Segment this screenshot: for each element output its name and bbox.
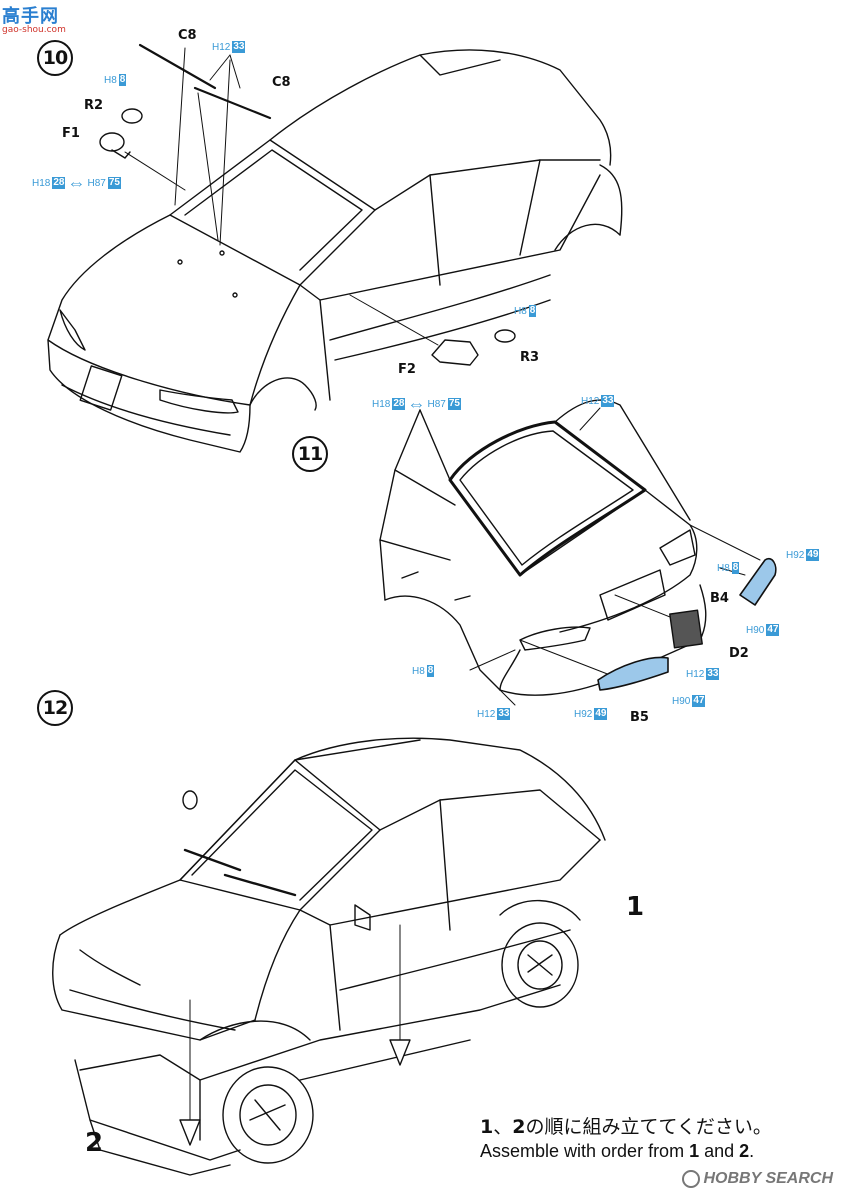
assembly-order-2: 2 (85, 1128, 104, 1158)
watermark-brand: 高手网 (2, 6, 59, 27)
leader-lines-step10 (124, 47, 439, 346)
paint-code: H87 (427, 398, 446, 410)
instruction-end: . (749, 1141, 755, 1161)
part-label-c8-wiper-front: C8 (178, 28, 197, 43)
paint-number: 28 (392, 398, 406, 410)
instruction-and: and (699, 1141, 740, 1161)
paint-callout-h8-8-r2: H8 8 (104, 74, 127, 86)
part-label-b4: B4 (710, 591, 729, 606)
step-number-12: 12 (37, 690, 73, 726)
instruction-text: の順に組み立ててください。 (525, 1116, 772, 1138)
part-label-d2: D2 (729, 646, 749, 661)
instruction-num-1: 1 (480, 1116, 494, 1138)
paint-callout-h92-49-b5: H92 49 (574, 708, 608, 720)
instruction-num-1: 1 (689, 1141, 700, 1161)
paint-number: 49 (806, 549, 820, 561)
site-watermark: 高手网 gao-shou.com (2, 2, 66, 35)
paint-callout-mix-f1: H18 28 ⇔ H87 75 (32, 173, 121, 193)
paint-number: 47 (766, 624, 780, 636)
paint-code: H8 (514, 305, 527, 317)
paint-code: H8 (717, 562, 730, 574)
paint-code: H18 (372, 398, 391, 410)
paint-callout-h12-33-wiper: H12 33 (212, 41, 246, 53)
paint-code: H12 (686, 668, 705, 680)
paint-callout-h12-33-d2: H12 33 (686, 668, 720, 680)
hobby-search-watermark: HOBBY SEARCH (681, 1170, 834, 1188)
instruction-japanese: 1、2の順に組み立ててください。 (480, 1112, 772, 1139)
paint-callout-h8-8-rear-right: H8 8 (717, 562, 740, 574)
instruction-text: Assemble with order from (480, 1141, 690, 1161)
paint-number: 33 (706, 668, 720, 680)
paint-code: H90 (672, 695, 691, 707)
paint-callout-mix-f2: H18 28 ⇔ H87 75 (372, 394, 461, 414)
paint-callout-h12-33-bumper: H12 33 (477, 708, 511, 720)
part-label-f1: F1 (62, 126, 80, 141)
mix-arrow-icon: ⇔ (67, 173, 86, 193)
wiper-parts-step10 (138, 43, 272, 120)
paint-code: H12 (212, 41, 231, 53)
part-label-r2: R2 (84, 98, 104, 113)
paint-number: 8 (528, 305, 537, 317)
car-step10-body (47, 49, 623, 453)
paint-code: H12 (581, 395, 600, 407)
paint-code: H92 (786, 549, 805, 561)
paint-number: 8 (426, 665, 435, 677)
assembly-order-1: 1 (626, 892, 645, 922)
instruction-num-2: 2 (739, 1141, 750, 1161)
paint-code: H8 (412, 665, 425, 677)
hobby-search-brand: HOBBY SEARCH (703, 1170, 834, 1187)
paint-number: 8 (118, 74, 127, 86)
instruction-separator: 、 (493, 1116, 513, 1138)
part-label-c8-wiper-rear: C8 (272, 75, 291, 90)
paint-number: 49 (594, 708, 608, 720)
step-number-11: 11 (292, 436, 328, 472)
hobby-search-logo-icon (681, 1170, 700, 1188)
tail-light-parts (597, 557, 777, 691)
mirror-parts-f2-r3 (431, 329, 516, 366)
paint-callout-h8-8-rear-left: H8 8 (412, 665, 435, 677)
paint-number: 33 (601, 395, 615, 407)
mirror-parts-step10 (99, 108, 143, 159)
paint-code: H8 (104, 74, 117, 86)
paint-callout-h12-33-window: H12 33 (581, 395, 615, 407)
watermark-site: gao-shou.com (2, 25, 66, 35)
paint-number: 33 (232, 41, 246, 53)
paint-number: 75 (447, 398, 461, 410)
paint-callout-h92-49-b4: H92 49 (786, 549, 820, 561)
paint-number: 28 (52, 177, 66, 189)
paint-number: 75 (107, 177, 121, 189)
car-step11-body (379, 399, 707, 696)
paint-callout-h90-47-b5: H90 47 (672, 695, 706, 707)
mix-arrow-icon: ⇔ (407, 394, 426, 414)
instruction-english: Assemble with order from 1 and 2. (480, 1141, 754, 1162)
paint-code: H18 (32, 177, 51, 189)
paint-code: H87 (87, 177, 106, 189)
paint-number: 33 (497, 708, 511, 720)
paint-code: H92 (574, 708, 593, 720)
paint-number: 47 (692, 695, 706, 707)
part-label-r3: R3 (520, 350, 540, 365)
paint-code: H12 (477, 708, 496, 720)
car-step12-body (52, 737, 606, 1176)
paint-callout-h8-8-r3: H8 8 (514, 305, 537, 317)
paint-number: 8 (731, 562, 740, 574)
part-label-b5: B5 (630, 710, 649, 725)
step-number-10: 10 (37, 40, 73, 76)
instruction-num-2: 2 (512, 1116, 526, 1138)
paint-callout-h90-47-b4: H90 47 (746, 624, 780, 636)
paint-code: H90 (746, 624, 765, 636)
emblem-plate-d2 (669, 609, 703, 649)
part-label-f2: F2 (398, 362, 416, 377)
